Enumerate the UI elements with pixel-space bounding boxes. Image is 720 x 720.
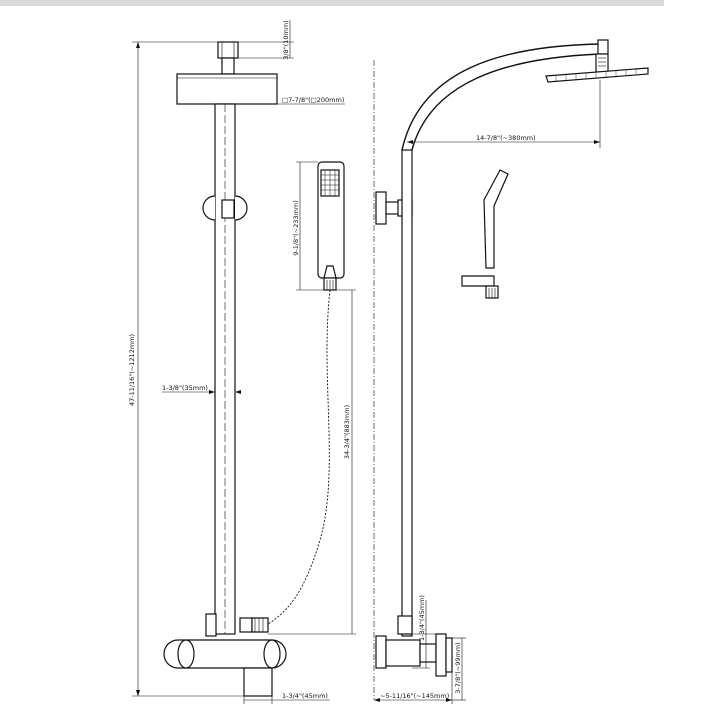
- shower-hose: [267, 289, 331, 625]
- hand-shower-view: 9-1/8"(~233mm) 34-3/4"(883mm): [267, 161, 356, 635]
- side-curved-arm: [401, 43, 601, 151]
- side-head-connector: [595, 53, 609, 73]
- dim-overall-height: 47-11/16"(~1212mm): [128, 334, 136, 406]
- side-mixing-valve: [385, 639, 421, 667]
- dim-valve-width: 1-3/4"(45mm): [282, 692, 328, 700]
- side-wall-flange: [375, 635, 387, 669]
- dim-handle-height: 3-7/8"(~99mm): [454, 642, 462, 693]
- front-view: 47-11/16"(~1212mm) 3/8"(10mm) □7-7/8"(□2…: [128, 20, 345, 704]
- front-slide-bracket: [202, 195, 216, 221]
- front-rain-shower-head: [176, 73, 278, 105]
- dim-arm-reach: 14-7/8"(~380mm): [476, 134, 536, 142]
- dim-head-size: □7-7/8"(□200mm): [282, 96, 344, 104]
- front-hose-outlet: [205, 613, 217, 637]
- front-lever-handle: [243, 667, 273, 697]
- side-hose-outlet: [397, 615, 413, 635]
- dim-valve-depth: 1-3/4"(45mm): [418, 595, 426, 641]
- front-ceiling-connector: [217, 41, 239, 59]
- side-lever-handle: [435, 633, 447, 677]
- side-hand-shower: [483, 169, 509, 269]
- dim-wall-projection: ~5-11/16"(~145mm): [380, 692, 449, 700]
- dim-handshower-length: 9-1/8"(~233mm): [292, 200, 300, 256]
- side-view: 14-7/8"(~380mm) 1-3/4"(45mm) 3-7/8"(~99m…: [373, 39, 649, 704]
- dim-pipe-diameter: 1-3/8"(35mm): [162, 384, 208, 392]
- side-wall-bracket: [375, 191, 387, 225]
- side-riser-pipe: [401, 149, 413, 637]
- dim-hose-height: 34-3/4"(883mm): [343, 405, 351, 459]
- dim-head-thickness: 3/8"(10mm): [282, 20, 290, 59]
- side-hand-shower-holder: [461, 275, 495, 287]
- top-border-bar: [0, 0, 664, 6]
- side-rain-shower-head: [545, 67, 649, 83]
- front-head-stem: [221, 57, 235, 75]
